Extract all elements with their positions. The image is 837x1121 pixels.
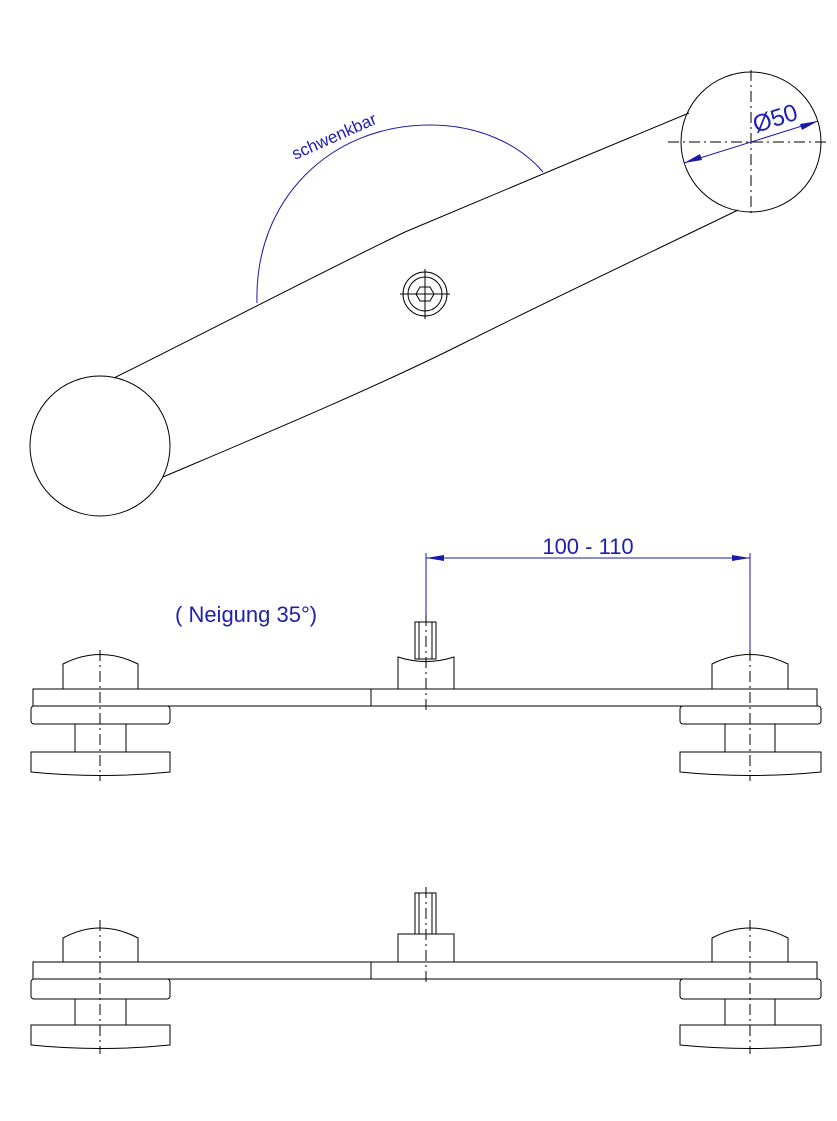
distance-arrow-right — [732, 555, 750, 561]
top-view: schwenkbar Ø50 — [29, 70, 827, 517]
diameter-arrow-right — [800, 121, 818, 130]
inclination-label: ( Neigung 35°) — [175, 602, 317, 627]
diameter-dimension-line — [683, 120, 819, 164]
left-disk — [29, 375, 171, 517]
diameter-arrow-left — [684, 154, 702, 163]
distance-arrow-left — [426, 555, 444, 561]
side-view-straight — [30, 887, 822, 1054]
distance-label: 100 - 110 — [542, 534, 633, 559]
arm-lower-edge — [162, 209, 739, 478]
main-bar — [32, 688, 818, 707]
arm-upper-edge — [113, 112, 690, 379]
center-screw — [400, 269, 450, 319]
side-view-tilted: 100 - 110 ( Neigung 35°) — [30, 534, 822, 781]
diameter-label: Ø50 — [750, 99, 801, 139]
swivel-arc — [256, 124, 544, 304]
